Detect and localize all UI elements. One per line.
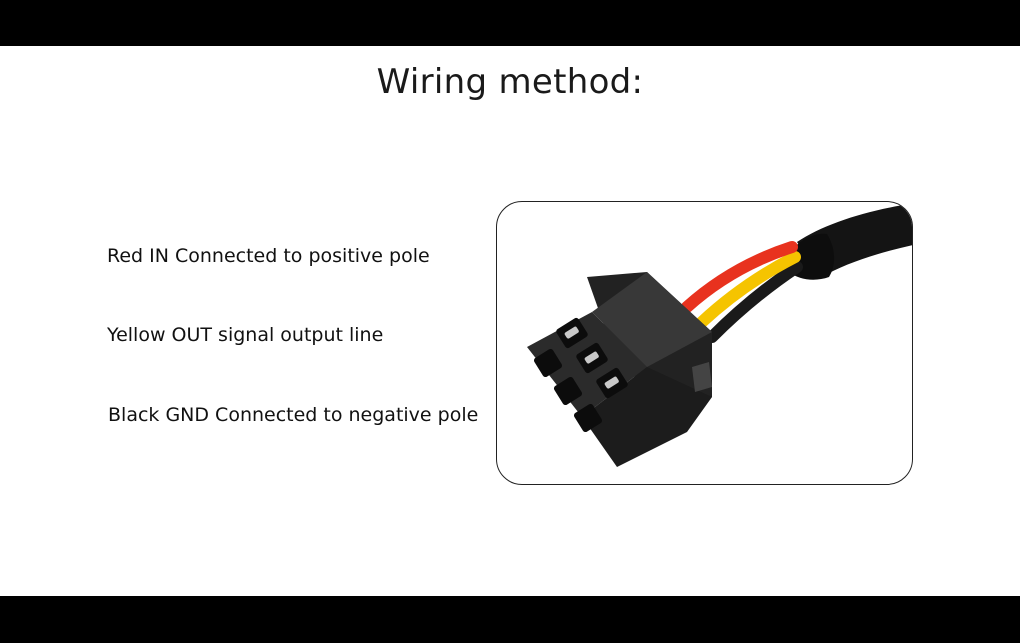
red-wire <box>681 241 798 313</box>
black-wire <box>706 261 803 343</box>
3-pin-connector-icon <box>527 203 912 467</box>
letterbox-bottom <box>0 596 1020 643</box>
page-title: Wiring method: <box>376 62 644 102</box>
connector-side <box>592 272 712 367</box>
wiring-yellow-line: Yellow OUT signal output line <box>107 324 384 346</box>
yellow-wire <box>696 251 801 328</box>
connector-latch <box>692 362 712 392</box>
connector-photo-frame <box>496 201 913 485</box>
letterbox-top <box>0 0 1020 46</box>
wiring-red-line: Red IN Connected to positive pole <box>107 245 430 267</box>
metal-pins <box>564 326 619 389</box>
wiring-black-line: Black GND Connected to negative pole <box>108 404 479 426</box>
